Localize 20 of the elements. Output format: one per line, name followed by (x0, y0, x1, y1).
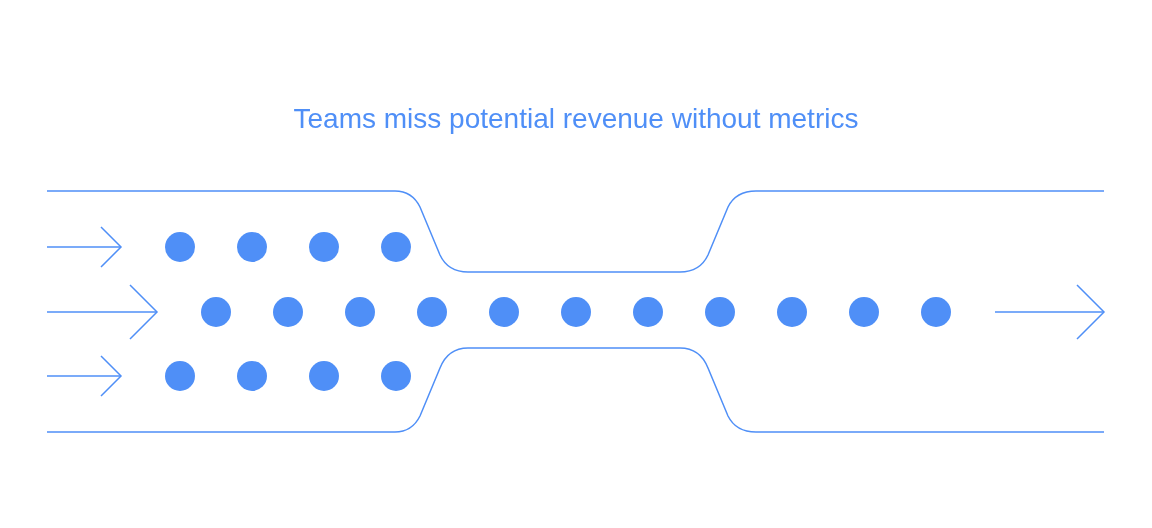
dot (345, 297, 375, 327)
dot (201, 297, 231, 327)
dot (165, 361, 195, 391)
dot (849, 297, 879, 327)
dot (381, 361, 411, 391)
dot (777, 297, 807, 327)
dot (273, 297, 303, 327)
dot (561, 297, 591, 327)
title: Teams miss potential revenue without metrics (292, 102, 860, 136)
dot (309, 232, 339, 262)
dot (381, 232, 411, 262)
dot (237, 361, 267, 391)
dot (489, 297, 519, 327)
dot (417, 297, 447, 327)
dot (921, 297, 951, 327)
dot (165, 232, 195, 262)
dot (309, 361, 339, 391)
dot (633, 297, 663, 327)
dot (705, 297, 735, 327)
dot (237, 232, 267, 262)
